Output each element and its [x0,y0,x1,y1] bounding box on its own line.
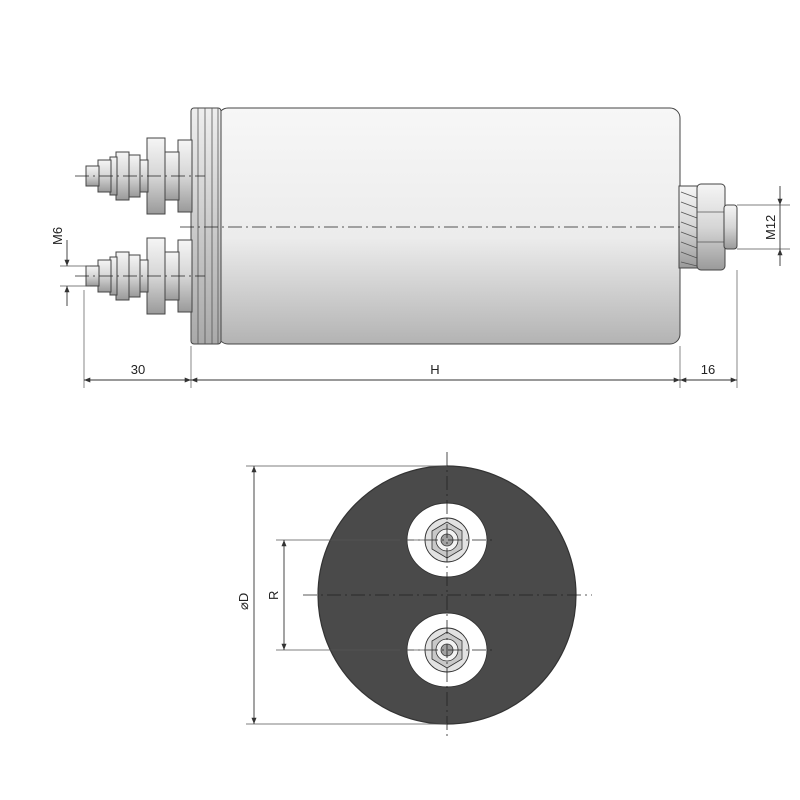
dim-16-label: 16 [701,362,715,377]
m6-label: M6 [50,227,65,245]
length-dimensions: 30 H 16 [83,270,738,388]
top-view: ⌀D R [236,452,592,740]
capacitor-body [217,107,681,345]
dim-h-label: H [430,362,439,377]
spacing-label: R [266,591,281,600]
diameter-label: ⌀D [236,593,251,610]
m12-dimension: M12 [737,186,790,266]
mounting-stud [678,183,738,271]
m6-dimension: M6 [50,227,90,306]
side-view: M6 M12 30 H 16 [50,107,790,388]
dim-30-label: 30 [131,362,145,377]
diameter-dimension: ⌀D [236,465,447,725]
spacing-dimension: R [266,539,432,651]
m12-label: M12 [763,215,778,240]
lid-rim [190,107,222,345]
